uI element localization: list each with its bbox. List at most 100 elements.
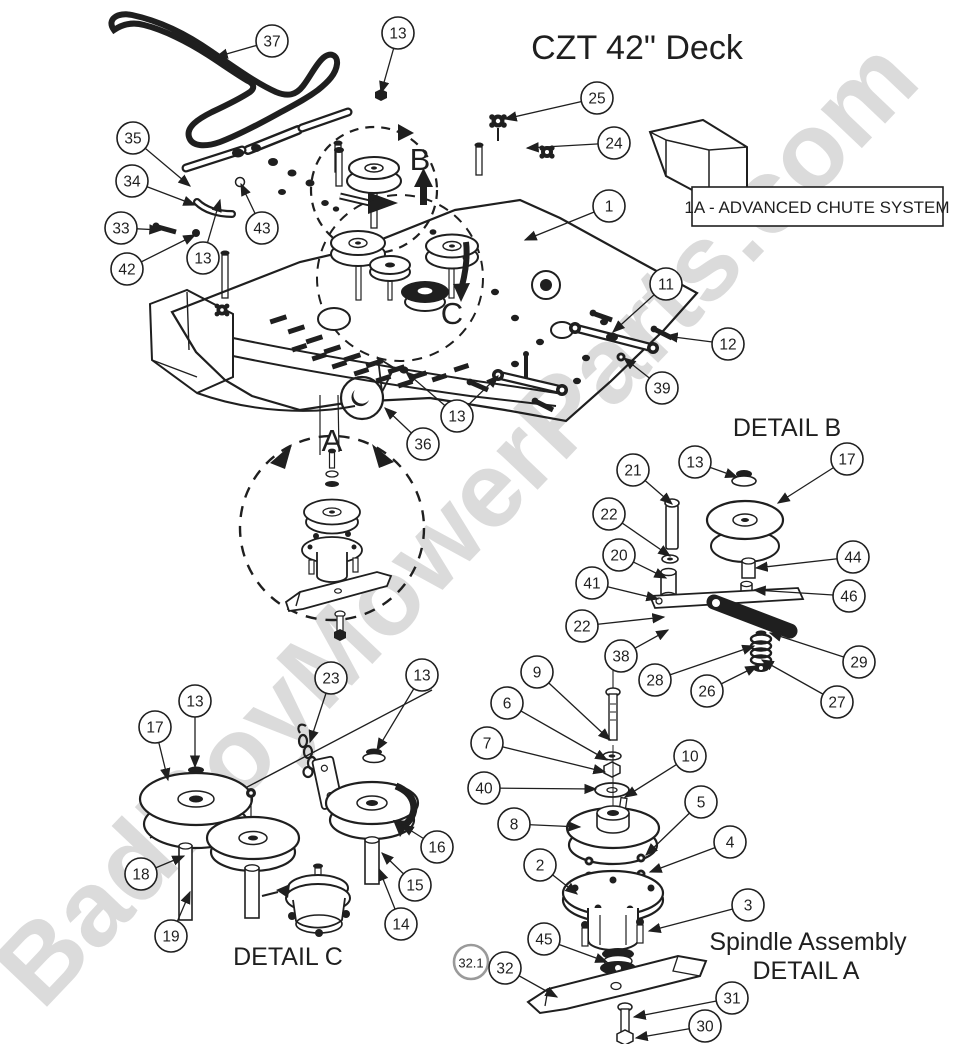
callout-11: 11	[612, 267, 683, 333]
callout-number: 36	[414, 437, 431, 454]
detail-b-label: DETAIL B	[733, 414, 841, 442]
callout-number: 8	[510, 817, 519, 834]
callout-14: 14	[378, 867, 418, 941]
callout-number: 18	[132, 867, 149, 884]
spring	[749, 633, 773, 666]
clutch-assembly	[261, 863, 351, 937]
callout-circle	[604, 639, 638, 673]
deck-idler-pulley	[369, 255, 411, 301]
deck-body	[170, 194, 699, 423]
callout-number: 2	[536, 858, 545, 875]
callout-circle	[115, 164, 149, 198]
mini-spindle-stack	[284, 448, 393, 641]
callout-circle	[255, 24, 289, 58]
callout-circle	[154, 919, 188, 953]
zone-letter-c: C	[441, 296, 463, 331]
callout-circle	[711, 327, 745, 361]
callout-number: 17	[838, 452, 855, 469]
callout-number: 5	[697, 795, 706, 812]
callout-17: 17	[138, 710, 172, 782]
callout-number: 45	[535, 932, 552, 949]
callout-number: 28	[646, 673, 663, 690]
note-box: 1A - ADVANCED CHUTE SYSTEM	[684, 186, 950, 227]
zone-letter-a: A	[322, 423, 343, 458]
callout-number: 22	[600, 507, 617, 524]
callout-number: 23	[322, 671, 339, 688]
callout-circle	[488, 951, 522, 985]
callout-13: 13	[376, 658, 439, 752]
callout-circle	[830, 442, 864, 476]
callout-circle	[731, 888, 765, 922]
discharge-chute	[489, 114, 748, 201]
callout-32.1: 32.1	[452, 943, 490, 981]
callout-circle	[490, 686, 524, 720]
callout-circle	[384, 907, 418, 941]
callout-circle	[381, 16, 415, 50]
callout-circle	[645, 371, 679, 405]
callout-21: 21	[616, 453, 673, 505]
pulley-16	[324, 748, 420, 885]
callout-24: 24	[525, 126, 631, 160]
callout-13: 13	[186, 198, 222, 275]
detail-a-assembly	[526, 648, 708, 1044]
callout-17: 17	[776, 442, 864, 504]
callout-number: 24	[605, 136, 623, 153]
callout-41: 41	[575, 566, 660, 602]
callout-circle	[592, 189, 626, 223]
callout-circle	[616, 453, 650, 487]
callout-number: 27	[828, 695, 845, 712]
callout-number: 12	[719, 337, 736, 354]
spindle-assembly-label: Spindle Assembly	[709, 928, 907, 956]
callout-number: 44	[844, 550, 862, 567]
callout-circle	[715, 981, 749, 1015]
linkage-rod-upper	[569, 309, 674, 362]
callout-number: 7	[483, 736, 492, 753]
callout-44: 44	[754, 540, 870, 574]
callout-circle	[124, 857, 158, 891]
callout-number: 42	[118, 262, 135, 279]
callout-43: 43	[240, 182, 279, 245]
callout-28: 28	[638, 644, 756, 697]
callout-33: 33	[104, 211, 163, 245]
callout-9: 9	[520, 655, 611, 741]
detail-a-label: DETAIL A	[753, 957, 860, 985]
page-title: CZT 42" Deck	[531, 29, 744, 67]
callout-number: 19	[162, 929, 179, 946]
callout-1: 1	[523, 189, 626, 241]
callout-29: 29	[768, 631, 876, 679]
callout-circle	[565, 609, 599, 643]
callout-number: 17	[146, 720, 163, 737]
rail-knob	[214, 303, 230, 317]
front-rail	[148, 288, 563, 412]
callout-13: 13	[678, 445, 739, 479]
chute-knob	[539, 145, 555, 159]
callout-circle	[690, 674, 724, 708]
callout-circle	[104, 211, 138, 245]
callout-number: 29	[850, 655, 867, 672]
callout-leader	[654, 644, 756, 681]
detail-c-assembly	[138, 689, 433, 937]
callout-circle	[602, 538, 636, 572]
callout-number: 13	[389, 26, 406, 43]
deck-spindle-pulley-left	[330, 230, 386, 301]
callout-number: 3	[744, 898, 753, 915]
callout-32: 32	[488, 951, 559, 998]
callout-4: 4	[648, 825, 747, 873]
callout-number: 25	[588, 91, 605, 108]
callout-circle	[592, 497, 626, 531]
zone-b-region	[309, 124, 439, 258]
callout-number: 33	[112, 221, 129, 238]
callout-circle	[523, 848, 557, 882]
callout-38: 38	[604, 629, 670, 673]
callout-number: 13	[413, 668, 430, 685]
spindle-pulley-8	[565, 805, 661, 866]
detail-b-assembly	[648, 470, 805, 672]
callout-circle	[116, 121, 150, 155]
callout-3: 3	[647, 888, 765, 934]
callout-number: 14	[392, 917, 410, 934]
callout-45: 45	[527, 922, 609, 963]
callout-22: 22	[565, 609, 666, 643]
mount-bolts-3	[581, 918, 644, 947]
callout-19: 19	[154, 890, 191, 953]
